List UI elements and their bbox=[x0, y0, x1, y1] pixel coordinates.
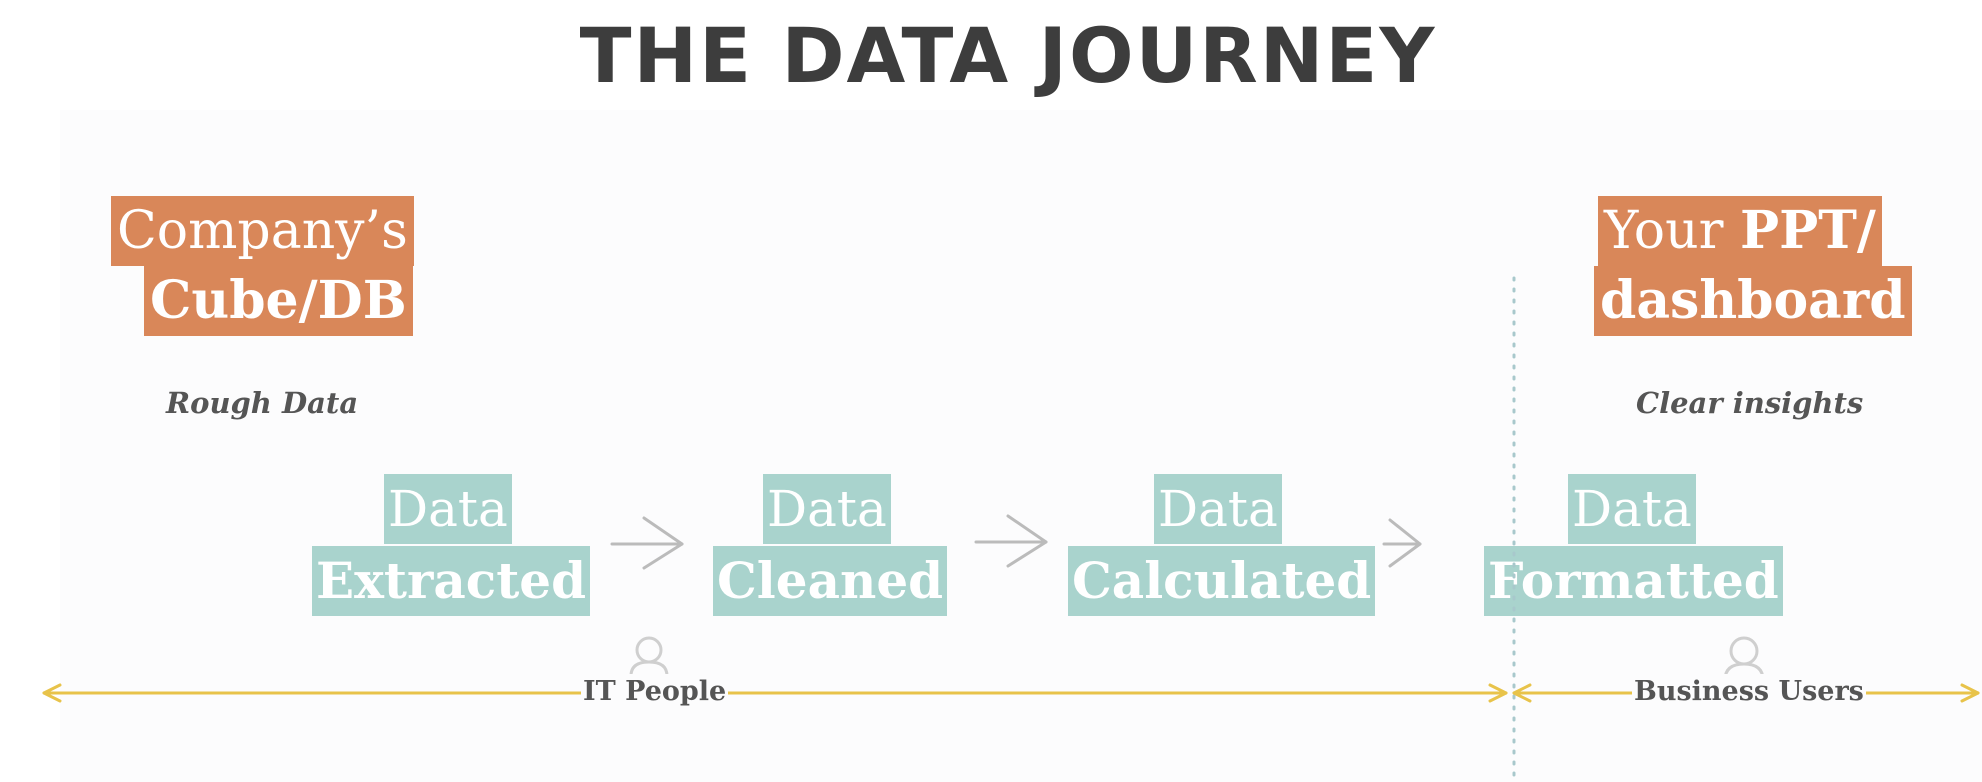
arrow-right-icon bbox=[1488, 683, 1508, 703]
source-label-line1: Company’s bbox=[111, 196, 414, 266]
source-label-line2: Cube/DB bbox=[144, 266, 413, 336]
target-label-line1: Your PPT/ bbox=[1598, 196, 1882, 266]
step-formatted-top: Data bbox=[1568, 474, 1696, 544]
source-caption: Rough Data bbox=[166, 386, 359, 420]
business-users-label: Business Users bbox=[1632, 674, 1866, 710]
arrow-right-icon bbox=[1960, 683, 1980, 703]
arrow-right-icon bbox=[610, 516, 684, 570]
target-label-line2: dashboard bbox=[1594, 266, 1912, 336]
target-caption: Clear insights bbox=[1636, 386, 1864, 420]
step-calculated-top: Data bbox=[1154, 474, 1282, 544]
step-formatted-bottom: Formatted bbox=[1484, 546, 1783, 616]
step-extracted-bottom: Extracted bbox=[312, 546, 591, 616]
step-extracted-top: Data bbox=[384, 474, 512, 544]
arrow-right-icon bbox=[974, 514, 1048, 568]
target-label-line1-regular: Your bbox=[1604, 201, 1724, 261]
arrow-left-icon bbox=[1512, 683, 1532, 703]
arrow-left-icon bbox=[42, 683, 62, 703]
step-cleaned-bottom: Cleaned bbox=[713, 546, 948, 616]
person-icon bbox=[629, 636, 669, 677]
page-title: THE DATA JOURNEY bbox=[579, 11, 1437, 100]
person-icon bbox=[1723, 636, 1765, 681]
arrow-right-icon bbox=[1382, 518, 1422, 568]
it-people-label: IT People bbox=[581, 674, 729, 710]
target-label-line1-bold: PPT/ bbox=[1740, 200, 1876, 261]
step-cleaned-top: Data bbox=[763, 474, 891, 544]
step-calculated-bottom: Calculated bbox=[1068, 546, 1376, 616]
